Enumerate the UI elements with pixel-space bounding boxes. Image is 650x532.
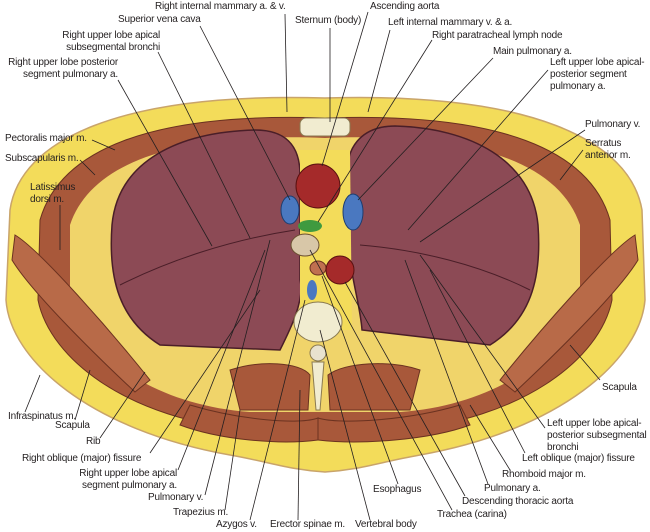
label-infraspinatus: Infraspinatus m. (8, 411, 76, 422)
label-main-pulmonary-a: Main pulmonary a. (493, 46, 572, 57)
label-line: Serratus (585, 138, 622, 149)
label-left-internal-mammary: Left internal mammary v. & a. (388, 17, 513, 28)
label-line: Right upper lobe apical (79, 468, 177, 479)
label-line: Left upper lobe apical- (550, 57, 645, 68)
scapula-right-side (11, 234, 151, 393)
azygos-vein (307, 280, 317, 300)
right-oblique-fissure (119, 229, 296, 286)
label-trapezius: Trapezius m. (173, 507, 229, 518)
label-superior-vena-cava: Superior vena cava (118, 14, 201, 25)
label-scapula-left: Scapula (55, 420, 90, 431)
label-rib: Rib (86, 436, 101, 447)
label-right-internal-mammary: Right internal mammary a. & v. (155, 1, 286, 12)
label-lul-apicoposterior-pa: Left upper lobe apical-posterior segment… (550, 57, 645, 93)
trachea-carina (290, 233, 320, 257)
label-left-oblique-fissure: Left oblique (major) fissure (522, 453, 635, 464)
label-line: Right upper lobe apical (62, 30, 160, 41)
sternum-body (299, 117, 351, 137)
label-scapula-right: Scapula (602, 382, 637, 393)
label-pulmonary-v-bottom: Pulmonary v. (148, 492, 204, 503)
label-ascending-aorta: Ascending aorta (370, 1, 440, 12)
label-trachea: Trachea (carina) (437, 509, 507, 520)
label-line: posterior subsegmental (547, 430, 647, 441)
scapula-left-side (499, 234, 639, 393)
label-right-oblique-fissure: Right oblique (major) fissure (22, 453, 142, 464)
label-line: subsegmental bronchi (66, 42, 160, 53)
label-line: bronchi (547, 442, 579, 453)
label-esophagus: Esophagus (373, 484, 422, 495)
label-subscapularis: Subscapularis m. (5, 153, 79, 164)
esophagus-shape (309, 260, 327, 276)
descending-aorta (325, 255, 355, 285)
spinous-process (311, 361, 325, 411)
label-pulmonary-v-right: Pulmonary v. (585, 119, 641, 130)
superior-vena-cava (280, 195, 300, 225)
label-right-paratracheal-node: Right paratracheal lymph node (432, 30, 563, 41)
spinal-cord (309, 344, 327, 362)
paratracheal-lymph-node (298, 220, 322, 232)
erector-spinae (229, 363, 311, 411)
label-erector-spinae: Erector spinae m. (270, 519, 345, 530)
label-line: Left upper lobe apical- (547, 418, 642, 429)
label-line: anterior m. (585, 150, 631, 161)
label-line: segment pulmonary a. (82, 480, 177, 491)
label-line: segment pulmonary a. (23, 69, 118, 80)
ascending-aorta (295, 163, 341, 209)
label-line: Latissimus (30, 182, 76, 193)
label-line: dorsi m. (30, 194, 64, 205)
label-vertebral-body: Vertebral body (355, 519, 417, 530)
label-line: posterior segment (550, 69, 627, 80)
label-lul-apicoposterior-bronchi: Left upper lobe apical-posterior subsegm… (547, 418, 647, 454)
left-oblique-fissure (359, 244, 531, 291)
label-descending-aorta: Descending thoracic aorta (462, 496, 574, 507)
label-line: pulmonary a. (550, 81, 606, 92)
leader-lines (24, 11, 601, 521)
label-pectoralis-major: Pectoralis major m. (5, 133, 87, 144)
label-rhomboid-major: Rhomboid major m. (502, 469, 586, 480)
label-pulmonary-a: Pulmonary a. (484, 483, 541, 494)
label-line: Right upper lobe posterior (8, 57, 118, 68)
vertebral-body-shape (293, 301, 343, 343)
label-sternum: Sternum (body) (295, 15, 362, 26)
label-azygos: Azygos v. (216, 519, 257, 530)
main-pulmonary-artery-vein (342, 193, 364, 231)
